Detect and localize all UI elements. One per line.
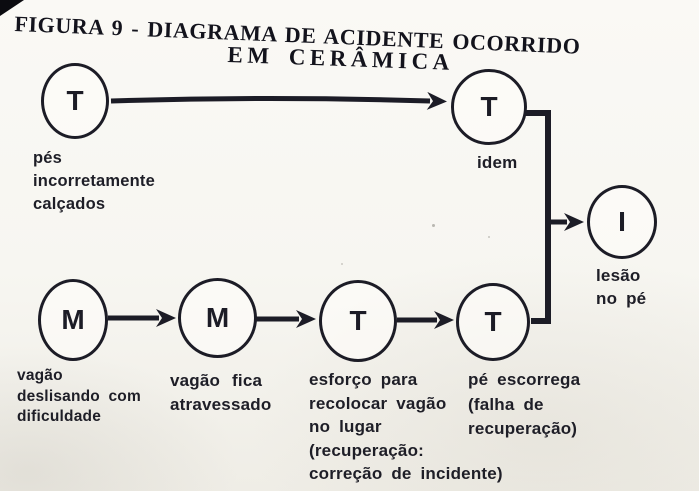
- node-circle-i: I: [587, 185, 657, 259]
- paper-speck: [341, 263, 343, 265]
- node-circle-m1: M: [38, 279, 108, 361]
- node-label-m2: vagão fica atravessado: [170, 371, 272, 414]
- node-circle-t4: T: [456, 283, 530, 361]
- node-symbol-t1: T: [66, 85, 84, 116]
- node-symbol-m1: M: [61, 304, 85, 335]
- paper-speck: [488, 236, 490, 238]
- elbow-connector-t2-t4: [525, 110, 551, 324]
- node-label-i: lesão no pé: [596, 266, 647, 308]
- node-label-t4: pé escorrega (falha de recuperação): [468, 370, 581, 438]
- node-symbol-t3: T: [349, 305, 367, 336]
- node-symbol-t2: T: [480, 91, 498, 122]
- node-label-t1: pés incorretamente calçados: [33, 149, 156, 213]
- node-circle-t1: T: [41, 63, 109, 139]
- node-circle-m2: M: [178, 278, 257, 358]
- node-circle-t2: T: [451, 69, 527, 145]
- node-symbol-i: I: [618, 206, 626, 237]
- node-label-t2: idem: [477, 153, 518, 172]
- arrow-t1-to-t2: [110, 91, 447, 110]
- node-label-t3: esforço para recolocar vagão no lugar (r…: [309, 370, 503, 483]
- paper-speck: [432, 224, 435, 227]
- node-symbol-m2: M: [205, 302, 230, 333]
- node-circle-t3: T: [319, 280, 397, 362]
- node-label-m1: vagão deslisando com dificuldade: [17, 367, 141, 425]
- node-symbol-t4: T: [484, 306, 502, 337]
